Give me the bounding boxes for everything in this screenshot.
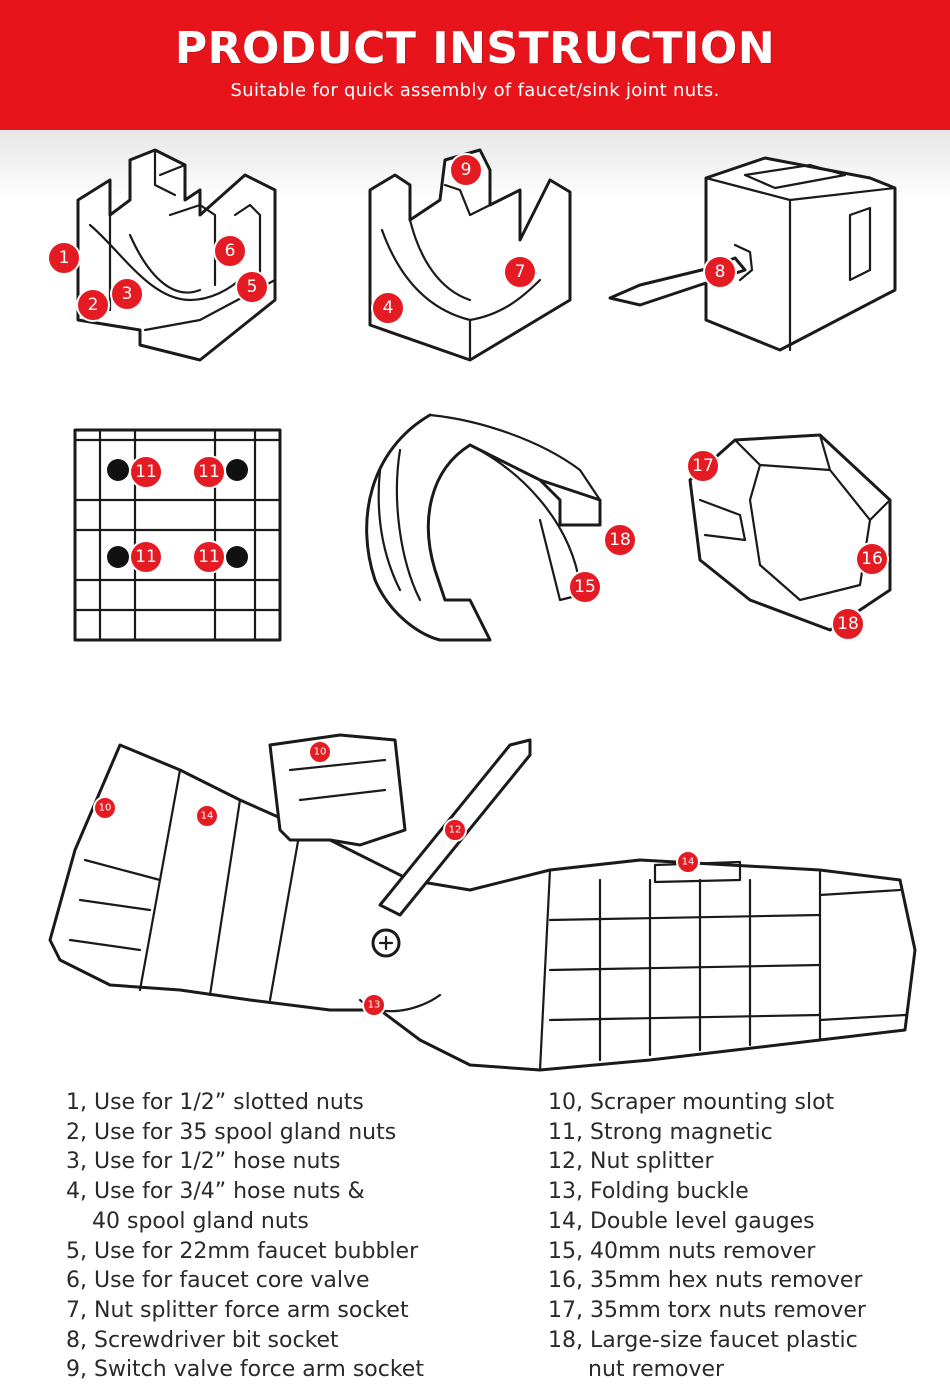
svg-text:11: 11 xyxy=(135,547,157,567)
svg-text:17: 17 xyxy=(692,456,714,476)
legend-item-13: 13, Folding buckle xyxy=(548,1179,749,1205)
svg-text:5: 5 xyxy=(247,277,258,297)
marker-7: 7 xyxy=(503,255,537,289)
marker-5: 5 xyxy=(235,270,269,304)
marker-8: 8 xyxy=(703,255,737,289)
legend-left: 1, Use for 1/2” slotted nuts 2, Use for … xyxy=(66,1088,506,1385)
svg-text:18: 18 xyxy=(609,530,631,550)
round-socket xyxy=(365,413,602,642)
svg-text:11: 11 xyxy=(135,462,157,482)
marker-18-a: 18 xyxy=(603,523,637,557)
marker-17: 17 xyxy=(686,449,720,483)
legend-item-11: 11, Strong magnetic xyxy=(548,1119,773,1145)
legend-item-15: 15, 40mm nuts remover xyxy=(548,1238,816,1264)
marker-2: 2 xyxy=(76,288,110,322)
marker-1: 1 xyxy=(47,241,81,275)
svg-text:1: 1 xyxy=(59,248,70,268)
svg-text:14: 14 xyxy=(201,811,214,822)
legend-item-3: 3, Use for 1/2” hose nuts xyxy=(66,1149,341,1175)
marker-14-b: 14 xyxy=(676,850,700,874)
legend-item-9: 9, Switch valve force arm socket xyxy=(66,1357,424,1383)
legend-item-2: 2, Use for 35 spool gland nuts xyxy=(66,1119,397,1145)
marker-13: 13 xyxy=(362,993,386,1017)
marker-11-a: 11 xyxy=(129,455,163,489)
legend-item-4-cont: 40 spool gland nuts xyxy=(92,1208,309,1234)
legend-item-18: 18, Large-size faucet plastic xyxy=(548,1327,858,1353)
marker-11-b: 11 xyxy=(192,455,226,489)
socket-block-b xyxy=(368,148,572,362)
svg-text:11: 11 xyxy=(198,462,220,482)
marker-11-c: 11 xyxy=(129,540,163,574)
legend-item-6: 6, Use for faucet core valve xyxy=(66,1268,370,1294)
page-title: PRODUCT INSTRUCTION xyxy=(174,23,776,74)
marker-4: 4 xyxy=(371,291,405,325)
svg-text:13: 13 xyxy=(368,1000,381,1011)
marker-9: 9 xyxy=(449,153,483,187)
legend-item-4: 4, Use for 3/4” hose nuts & xyxy=(66,1179,365,1205)
legend-item-7: 7, Nut splitter force arm socket xyxy=(66,1297,409,1323)
legend-item-14: 14, Double level gauges xyxy=(548,1208,815,1234)
svg-text:7: 7 xyxy=(515,262,526,282)
legend-item-10: 10, Scraper mounting slot xyxy=(548,1090,835,1115)
legend-item-17: 17, 35mm torx nuts remover xyxy=(548,1297,866,1323)
multi-tool-body xyxy=(48,733,917,1072)
svg-text:6: 6 xyxy=(225,241,236,261)
svg-text:4: 4 xyxy=(383,298,394,318)
marker-15: 15 xyxy=(568,570,602,604)
page-subtitle: Suitable for quick assembly of faucet/si… xyxy=(230,80,720,101)
marker-16: 16 xyxy=(855,542,889,576)
svg-text:11: 11 xyxy=(198,547,220,567)
marker-18-b: 18 xyxy=(831,607,865,641)
svg-text:3: 3 xyxy=(122,284,133,304)
legend-item-8: 8, Screwdriver bit socket xyxy=(66,1327,339,1353)
svg-text:16: 16 xyxy=(861,549,883,569)
svg-text:2: 2 xyxy=(88,295,99,315)
header-banner: PRODUCT INSTRUCTION Suitable for quick a… xyxy=(0,0,950,130)
legend-item-1: 1, Use for 1/2” slotted nuts xyxy=(66,1090,364,1115)
svg-text:18: 18 xyxy=(837,614,859,634)
marker-3: 3 xyxy=(110,277,144,311)
marker-14-a: 14 xyxy=(195,804,219,828)
svg-text:8: 8 xyxy=(715,262,726,282)
marker-12: 12 xyxy=(443,818,467,842)
marker-10-a: 10 xyxy=(93,796,117,820)
bit-cube xyxy=(608,156,897,352)
svg-text:14: 14 xyxy=(682,857,695,868)
marker-10-b: 10 xyxy=(308,740,332,764)
legend-item-18-cont: nut remover xyxy=(588,1357,725,1383)
svg-text:10: 10 xyxy=(314,747,327,758)
marker-11-d: 11 xyxy=(192,540,226,574)
magnet-side-view xyxy=(73,428,282,642)
svg-text:12: 12 xyxy=(449,825,462,836)
svg-text:15: 15 xyxy=(574,577,596,597)
svg-text:10: 10 xyxy=(99,803,112,814)
legend-item-12: 12, Nut splitter xyxy=(548,1149,714,1175)
legend-right: 10, Scraper mounting slot 11, Strong mag… xyxy=(548,1088,928,1385)
legend-item-16: 16, 35mm hex nuts remover xyxy=(548,1268,863,1294)
marker-6: 6 xyxy=(213,234,247,268)
svg-text:9: 9 xyxy=(461,160,472,180)
legend-item-5: 5, Use for 22mm faucet bubbler xyxy=(66,1238,419,1264)
hex-socket xyxy=(688,433,892,632)
tool-diagrams: 1 2 3 5 6 4 7 9 8 11 11 11 11 xyxy=(47,148,917,1072)
